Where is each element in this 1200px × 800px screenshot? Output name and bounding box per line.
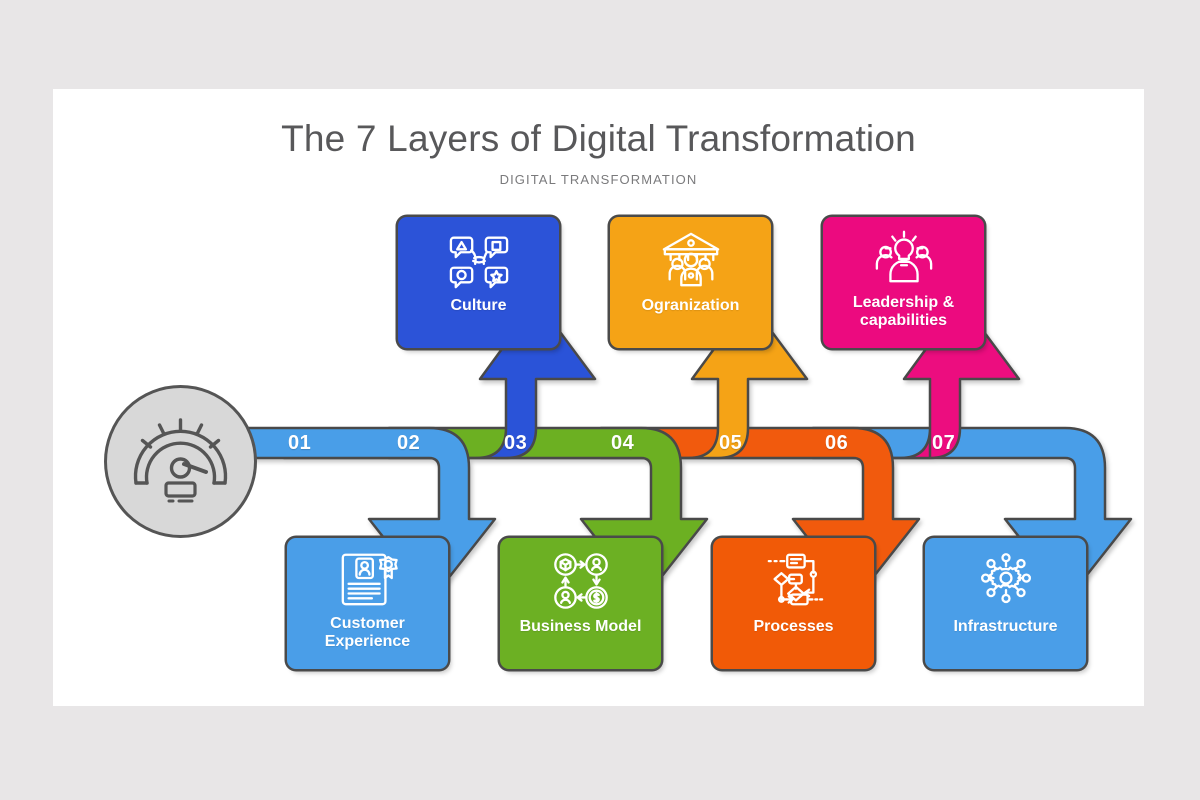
- segment-number-04: 04: [611, 432, 635, 454]
- start-node-gauge[interactable]: [103, 384, 258, 539]
- card-leadership-capabilities[interactable]: Leadership & capabilities: [823, 217, 984, 348]
- page-subtitle: DIGITAL TRANSFORMATION: [499, 172, 698, 187]
- card-label: Infrastructure: [953, 618, 1058, 635]
- segment-number-07: 07: [932, 432, 956, 454]
- card-culture[interactable]: Culture: [398, 217, 559, 348]
- card-label: Customer Experience: [324, 615, 411, 650]
- card-business-model[interactable]: Business Model: [500, 538, 661, 669]
- card-label: Ogranization: [641, 297, 740, 314]
- card-label: Business Model: [519, 618, 642, 635]
- page-title: The 7 Layers of Digital Transformation: [281, 118, 916, 159]
- card-label: Processes: [753, 618, 834, 635]
- segment-number-05: 05: [719, 432, 743, 454]
- lightbulb-team-icon: [875, 230, 932, 283]
- segment-number-01: 01: [288, 432, 312, 454]
- card-label: Culture: [450, 297, 507, 314]
- card-processes[interactable]: Processes: [713, 538, 874, 669]
- card-label: Leadership & capabilities: [852, 294, 955, 329]
- speedometer-gauge-icon: [104, 385, 257, 538]
- institution-people-icon: [662, 232, 719, 287]
- business-cycle-flow-icon: [553, 553, 608, 609]
- flowchart-process-icon: [767, 553, 823, 606]
- slide-panel: The 7 Layers of Digital Transformation D…: [53, 89, 1144, 706]
- card-infrastructure[interactable]: Infrastructure: [925, 538, 1086, 669]
- segment-number-06: 06: [825, 432, 849, 454]
- customer-profile-document-icon: [341, 553, 398, 606]
- gear-network-nodes-icon: [980, 553, 1031, 604]
- segment-number-03: 03: [504, 432, 528, 454]
- segment-number-02: 02: [397, 432, 421, 454]
- speech-bubbles-shapes-icon: [449, 236, 508, 289]
- card-ogranization[interactable]: Ogranization: [610, 217, 771, 348]
- card-customer-experience[interactable]: Customer Experience: [287, 538, 448, 669]
